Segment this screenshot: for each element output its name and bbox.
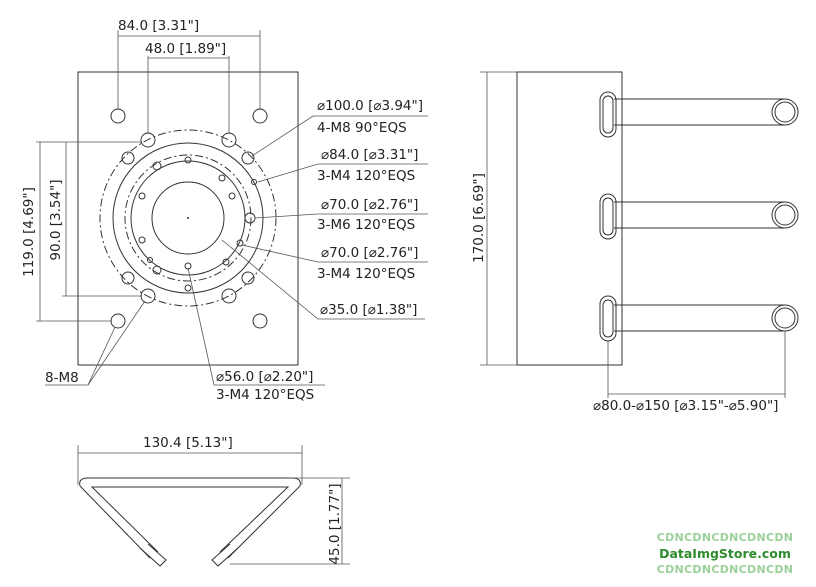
center-hole-35 [151, 181, 225, 255]
side-plate [516, 71, 623, 366]
dim-90-label: 90.0 [3.54"] [48, 179, 64, 260]
pole-range-label: ⌀80.0-⌀150 [⌀3.15"-⌀5.90"] [593, 398, 778, 414]
watermark-line-1: CDNCDNCDNCDNCDN [656, 531, 794, 544]
bracket-outer [79, 477, 301, 559]
bracket-inner [90, 486, 290, 553]
dim-119-label: 119.0 [4.69"] [21, 187, 37, 277]
bottom-callout-spec: 3-M4 120°EQS [216, 387, 314, 403]
callout-4-spec: 3-M4 120°EQS [317, 266, 415, 282]
callout-2-diameter: ⌀84.0 [⌀3.31"] [321, 147, 418, 163]
callout-3-spec: 3-M6 120°EQS [317, 217, 415, 233]
mounting-plate-outline [77, 71, 299, 366]
watermark: CDNCDNCDNCDNCDN DataImgStore.com CDNCDNC… [640, 530, 810, 578]
bottom-view: 130.4 [5.13"] 45.0 [1.77"] [77, 435, 350, 567]
corner-holes-label: 8-M8 [45, 370, 79, 386]
dim-45-label: 45.0 [1.77"] [327, 483, 343, 564]
watermark-line-2: DataImgStore.com [659, 546, 791, 561]
callout-5-diameter: ⌀35.0 [⌀1.38"] [320, 302, 417, 318]
small-holes [121, 151, 257, 292]
callout-2-spec: 3-M4 120°EQS [317, 168, 415, 184]
callout-1-diameter: ⌀100.0 [⌀3.94"] [317, 98, 423, 114]
center-point [187, 217, 189, 219]
dim-170-label: 170.0 [6.69"] [471, 173, 487, 263]
dim-48-label: 48.0 [1.89"] [145, 41, 226, 57]
bolt-circle-70 [124, 154, 252, 282]
dim-84-label: 84.0 [3.31"] [118, 18, 199, 34]
bracket-end-right [211, 543, 239, 567]
circle-84 [112, 142, 264, 294]
bolt-circle-100 [99, 129, 277, 307]
callout-3-diameter: ⌀70.0 [⌀2.76"] [321, 197, 418, 213]
front-view: 84.0 [3.31"] 48.0 [1.89"] 119.0 [4.69"] … [21, 18, 428, 403]
side-view: 170.0 [6.69"] ⌀80.0-⌀150 [⌀3.15"-⌀5.90"] [471, 71, 799, 414]
callout-1-spec: 4-M8 90°EQS [317, 120, 407, 136]
dim-130-label: 130.4 [5.13"] [143, 435, 233, 451]
callout-4-diameter: ⌀70.0 [⌀2.76"] [321, 245, 418, 261]
bottom-callout-diameter: ⌀56.0 [⌀2.20"] [216, 369, 313, 385]
bracket-end-left [139, 543, 167, 567]
watermark-line-3: CDNCDNCDNCDNCDN [656, 563, 794, 576]
u-bolts [599, 91, 799, 342]
